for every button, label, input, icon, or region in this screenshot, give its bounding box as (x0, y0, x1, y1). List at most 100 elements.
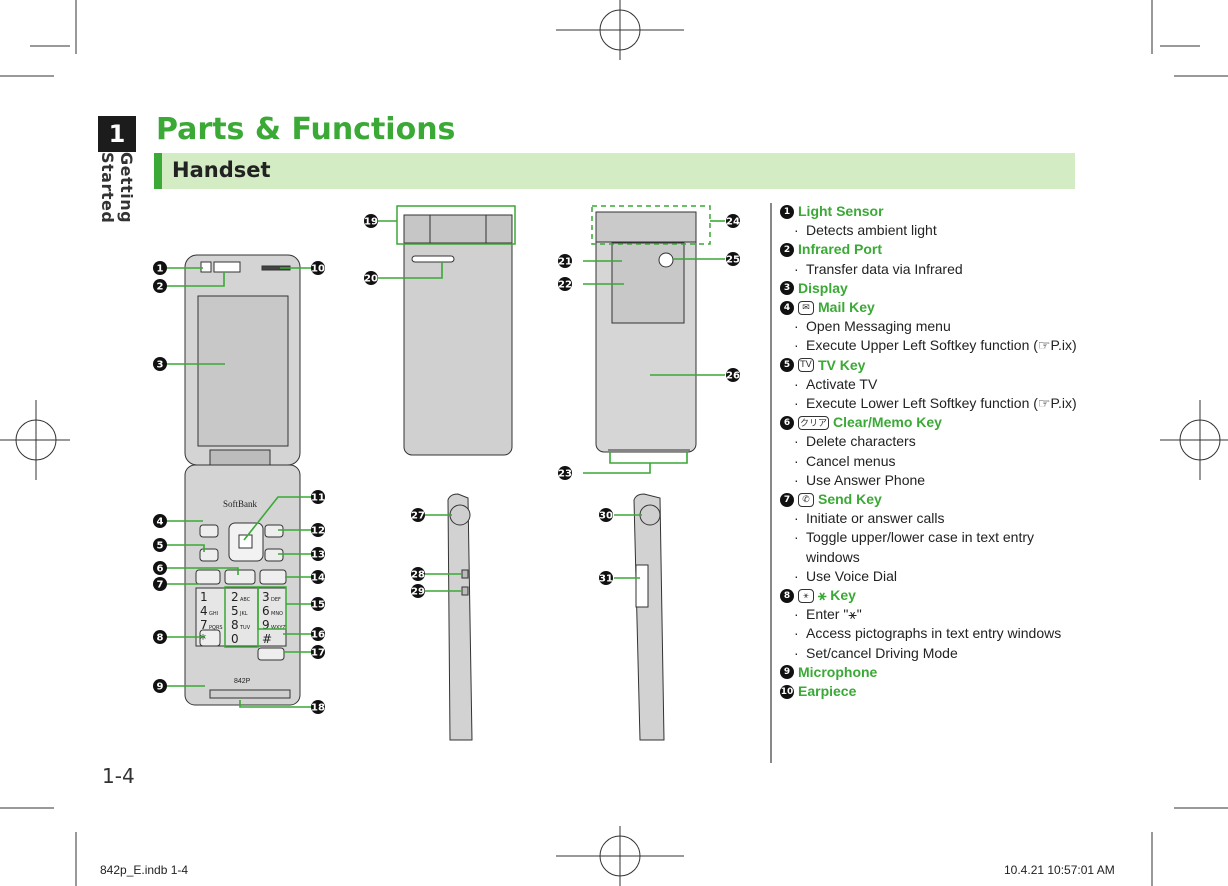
part-heading: 4✉Mail Key (780, 298, 1090, 317)
part-title: Clear/Memo Key (833, 414, 942, 431)
part-description: Cancel menus (780, 452, 1090, 471)
callout-circle (311, 570, 325, 584)
brand-label: SoftBank (223, 499, 258, 509)
callout-number: 3 (157, 360, 164, 371)
section-title: Handset (172, 158, 271, 182)
keypad-digit: 4 (200, 604, 208, 618)
part-title: TV Key (818, 356, 866, 373)
part-item: 7✆Send KeyInitiate or answer callsToggle… (780, 490, 1090, 586)
part-title: Microphone (798, 663, 878, 680)
callout-circle (364, 214, 378, 228)
callout-circle (599, 571, 613, 585)
part-description: Toggle upper/lower case in text entry wi… (780, 528, 1090, 566)
part-number-badge: 9 (780, 665, 794, 680)
part-number-badge: 1 (780, 204, 794, 219)
keypad-digit: 8 (231, 618, 239, 632)
callout-number: 20 (364, 274, 378, 285)
part-number-badge: 10 (780, 684, 794, 699)
page-number: 1-4 (102, 764, 135, 788)
part-title: Display (798, 279, 848, 296)
callout-number: 4 (157, 517, 164, 528)
key-icon: ✉ (798, 300, 814, 315)
part-description: Open Messaging menu (780, 317, 1090, 336)
callout-circle (311, 597, 325, 611)
callout-number: 1 (157, 264, 164, 275)
keypad-digit: 9 (262, 618, 270, 632)
keypad-digit: 5 (231, 604, 239, 618)
callout-circle (311, 547, 325, 561)
column-divider (770, 203, 772, 763)
keypad-letters: ABC (240, 597, 251, 603)
callout-circle (311, 490, 325, 504)
callout-number: 5 (157, 541, 164, 552)
callout-number: 18 (311, 703, 325, 714)
callout-circle (311, 627, 325, 641)
footer-right: 10.4.21 10:57:01 AM (1004, 863, 1115, 877)
footer-left: 842p_E.indb 1-4 (100, 863, 189, 877)
keypad-digit: 6 (262, 604, 270, 618)
handset-front (184, 254, 301, 706)
keypad-letters: PQRS (209, 625, 223, 631)
callout-number: 29 (411, 587, 425, 598)
callout-circle (311, 261, 325, 275)
chapter-name: Getting Started (98, 152, 136, 224)
keypad-digit: * (200, 632, 206, 646)
callout-number: 25 (726, 255, 740, 266)
callout-circle (726, 214, 740, 228)
part-number-badge: 5 (780, 358, 794, 373)
part-title: Earpiece (798, 683, 857, 700)
part-description: Enter "⚹" (780, 605, 1090, 624)
callout-circle (411, 567, 425, 581)
callout-circle (411, 508, 425, 522)
callout-circle (153, 561, 167, 575)
callout-number: 11 (311, 493, 325, 504)
keypad-digit: 2 (231, 590, 239, 604)
part-description: Execute Lower Left Softkey function (☞P.… (780, 394, 1090, 413)
callout-circle (599, 508, 613, 522)
part-heading: 9 Microphone (780, 663, 1090, 682)
handset-side-left (447, 493, 473, 741)
section-accent-bar (154, 153, 162, 189)
key-icon: TV (798, 358, 814, 373)
keypad-digit: # (262, 632, 272, 646)
keypad-digit: 3 (262, 590, 270, 604)
callout-number: 19 (364, 217, 378, 228)
leader-lines (166, 220, 725, 708)
keypad-letters: TUV (239, 625, 251, 631)
callout-circle (558, 277, 572, 291)
callout-number: 27 (411, 511, 425, 522)
part-description: Detects ambient light (780, 221, 1090, 240)
callout-circle (311, 523, 325, 537)
part-description: Use Answer Phone (780, 471, 1090, 490)
callout-number: 10 (311, 264, 325, 275)
callout-number: 7 (157, 580, 164, 591)
callout-number: 30 (599, 511, 613, 522)
key-icon: ⚹ (798, 588, 814, 603)
keypad-digit: 0 (231, 632, 239, 646)
callout-circle (558, 254, 572, 268)
handset-closed-front (403, 214, 513, 456)
part-heading: 10 Earpiece (780, 682, 1090, 701)
keypad-letters: DEF (271, 597, 281, 603)
page-title: Parts & Functions (156, 112, 456, 147)
part-title: ⚹ Key (818, 587, 856, 604)
callout-circle (153, 630, 167, 644)
callout-number: 8 (157, 633, 164, 644)
callout-number: 9 (157, 682, 164, 693)
callout-number: 31 (599, 574, 613, 585)
callout-number: 13 (311, 550, 325, 561)
part-description: Use Voice Dial (780, 567, 1090, 586)
chapter-number: 1 (98, 116, 136, 152)
part-title: Infrared Port (798, 241, 883, 258)
callout-circle (311, 645, 325, 659)
callout-number: 23 (558, 469, 572, 480)
